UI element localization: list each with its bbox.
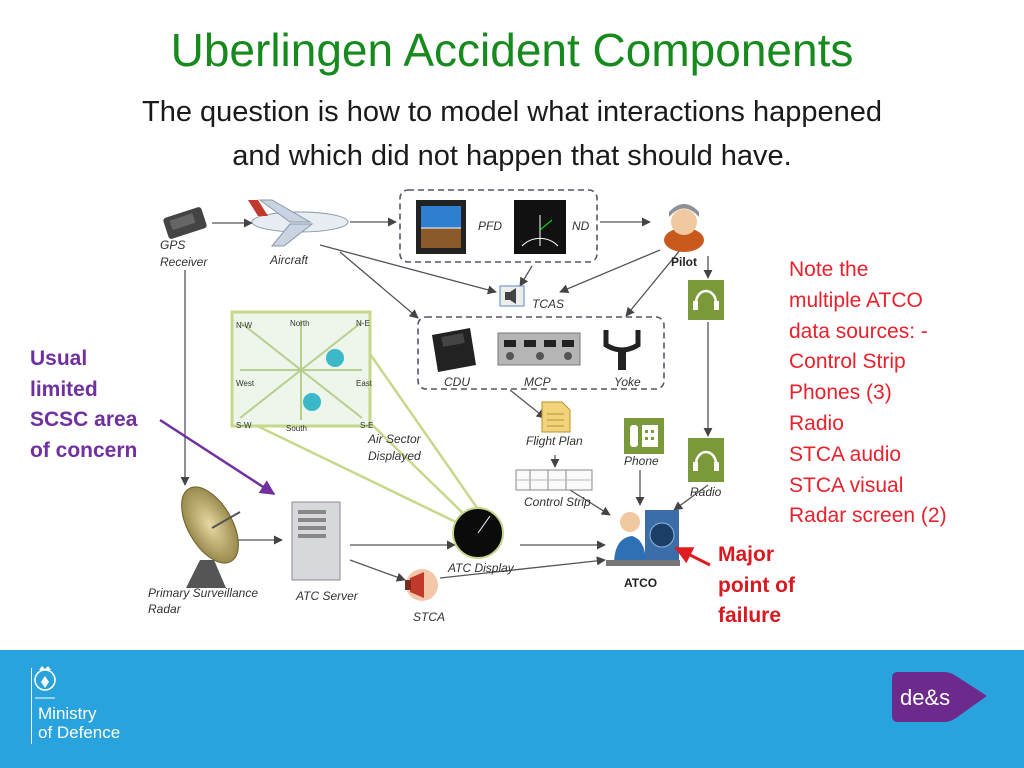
compass-e-label: East [356, 379, 373, 388]
compass-n-label: North [290, 319, 310, 328]
flight-plan-label: Flight Plan [526, 434, 583, 448]
nd-icon [514, 200, 566, 254]
des-logo-icon: de&s [892, 672, 986, 722]
accident-components-diagram: GPS Receiver Aircraft PFD ND Pilot [148, 189, 724, 624]
compass-s-label: South [286, 424, 307, 433]
mod-divider [31, 668, 32, 744]
compass-grid-icon [230, 310, 372, 428]
aircraft-label: Aircraft [269, 253, 309, 267]
control-strip-label: Control Strip [524, 495, 591, 509]
note-right-line: Control Strip [789, 350, 906, 374]
compass-se-label: S-E [360, 421, 373, 430]
cdu-icon [432, 328, 476, 372]
siren-icon [405, 569, 438, 601]
cockpit-controls-group [417, 316, 665, 390]
primary-radar-label-2: Radar [148, 602, 182, 616]
tcas-speaker-icon [499, 285, 525, 307]
radar-dish-icon [181, 486, 241, 588]
aircraft-icon [248, 199, 349, 247]
mcp-label: MCP [524, 375, 551, 389]
headset-icon [688, 280, 724, 320]
note-left-line: of concern [30, 438, 138, 462]
note-right-line: STCA audio [789, 442, 902, 466]
mod-line-1: Ministry [38, 704, 97, 723]
headset-icon [688, 438, 724, 482]
note-right-line: Phones (3) [789, 381, 892, 405]
subtitle-line-1: The question is how to model what intera… [142, 96, 882, 128]
mcp-icon [497, 332, 581, 366]
pilot-icon [664, 204, 704, 252]
slide-subtitle: The question is how to model what intera… [60, 90, 964, 178]
document-icon [541, 401, 571, 433]
yoke-label: Yoke [614, 375, 641, 389]
atco-icon [606, 510, 680, 566]
note-fail-line: Major [718, 543, 775, 566]
mod-wordmark: Ministry of Defence [38, 704, 120, 742]
cdu-label: CDU [444, 375, 470, 389]
note-right-line: multiple ATCO [789, 288, 923, 312]
note-right-line: Note the [789, 258, 869, 281]
major-failure-note: Major point of failure [718, 540, 828, 632]
receiver-label: Receiver [160, 255, 208, 269]
concern-arrow [159, 418, 276, 496]
note-fail-line: point of [718, 573, 795, 597]
note-left-line: limited [30, 377, 98, 401]
atco-label: ATCO [624, 576, 657, 590]
note-left-line: SCSC area [30, 408, 138, 431]
atco-data-sources-note: Note the multiple ATCO data sources: - C… [789, 255, 1009, 532]
phone-icon [624, 418, 664, 454]
control-strip-icon [515, 469, 593, 491]
atc-display-icon [452, 507, 504, 559]
radio-label: Radio [690, 485, 722, 499]
note-right-line: data sources: - [789, 319, 928, 343]
atc-server-label: ATC Server [295, 589, 359, 603]
server-icon [291, 501, 341, 581]
atc-display-label: ATC Display [447, 561, 515, 575]
note-right-line: Radar screen (2) [789, 504, 947, 528]
connection-arrows [180, 217, 713, 582]
nd-label: ND [572, 219, 590, 233]
mod-line-2: of Defence [38, 723, 121, 742]
mod-crest-icon [34, 666, 56, 699]
air-sector-label-2: Displayed [368, 449, 421, 463]
des-logo-text: de&s [900, 685, 950, 710]
tcas-label: TCAS [532, 297, 564, 311]
compass-w-label: West [236, 379, 255, 388]
failure-arrow [674, 546, 711, 567]
compass-nw-label: N-W [236, 321, 252, 330]
phone-label: Phone [624, 454, 659, 468]
subtitle-line-2: and which did not happen that should hav… [232, 140, 792, 172]
gps-receiver-icon [163, 207, 207, 239]
yoke-icon [603, 330, 641, 370]
pilot-label: Pilot [671, 255, 697, 269]
compass-sw-label: S-W [236, 421, 252, 430]
pfd-label: PFD [478, 219, 502, 233]
footer-bar [0, 650, 1024, 768]
cockpit-display-group [399, 189, 598, 263]
primary-radar-label-1: Primary Surveillance [148, 586, 258, 600]
usual-scsc-note: Usual limited SCSC area of concern [30, 344, 170, 466]
pfd-icon [416, 200, 466, 254]
slide-title: Uberlingen Accident Components [170, 24, 854, 76]
gps-label: GPS [160, 238, 185, 252]
note-right-line: Radio [789, 411, 844, 435]
note-left-line: Usual [30, 347, 88, 370]
air-sector-label-1: Air Sector [367, 432, 422, 446]
stca-label: STCA [413, 610, 445, 624]
note-fail-line: failure [718, 604, 782, 627]
compass-ne-label: N-E [356, 319, 370, 328]
note-right-line: STCA visual [789, 473, 904, 497]
